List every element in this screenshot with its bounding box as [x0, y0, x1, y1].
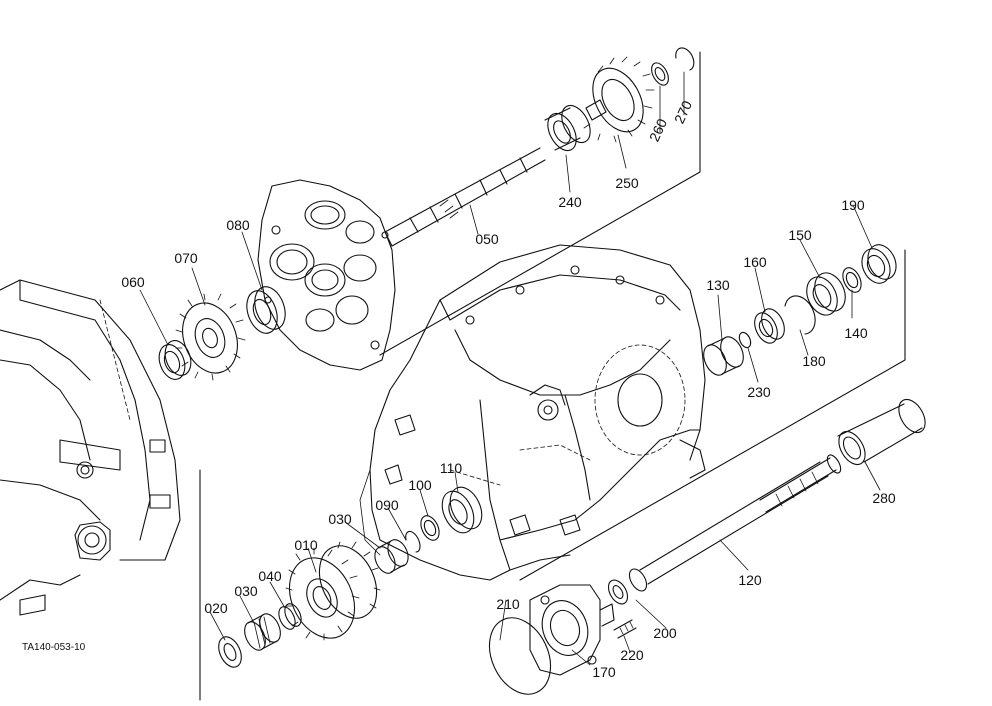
pto-shaft-assembly [607, 398, 926, 605]
part-label-200: 200 [653, 625, 677, 641]
intermediate-plate [257, 179, 396, 371]
part-label-170: 170 [592, 664, 616, 680]
part-label-230: 230 [747, 384, 771, 400]
front-gear-assembly [199, 469, 483, 701]
part-label-150: 150 [788, 227, 812, 243]
part-label-250: 250 [615, 175, 639, 191]
part-label-280: 280 [872, 490, 896, 506]
upper-shaft-assembly [379, 47, 701, 356]
part-label-110: 110 [439, 460, 463, 476]
part-label-120: 120 [738, 572, 762, 588]
part-label-190: 190 [841, 197, 865, 213]
part-label-210: 210 [496, 596, 520, 612]
part-label-030-upper: 030 [328, 511, 352, 527]
part-label-050: 050 [475, 231, 499, 247]
part-label-060: 060 [121, 274, 145, 290]
part-label-130: 130 [706, 277, 730, 293]
gear-stack-060-080 [158, 286, 286, 381]
part-label-020: 020 [204, 600, 228, 616]
part-label-100: 100 [408, 477, 432, 493]
main-housing [359, 244, 706, 581]
part-label-030-lower: 030 [234, 583, 258, 599]
part-label-070: 070 [174, 250, 198, 266]
left-housing [0, 279, 181, 616]
right-shaft-assembly [519, 244, 906, 581]
part-label-010: 010 [294, 537, 318, 553]
part-label-180: 180 [802, 353, 826, 369]
part-label-140: 140 [844, 325, 868, 341]
part-label-080: 080 [226, 217, 250, 233]
part-label-040: 040 [258, 568, 282, 584]
part-label-220: 220 [620, 647, 644, 663]
part-label-160: 160 [743, 254, 767, 270]
leader-lines [139, 71, 881, 666]
drawing-code: TA140-053-10 [22, 642, 86, 653]
part-label-240: 240 [558, 194, 582, 210]
part-label-090: 090 [375, 497, 399, 513]
